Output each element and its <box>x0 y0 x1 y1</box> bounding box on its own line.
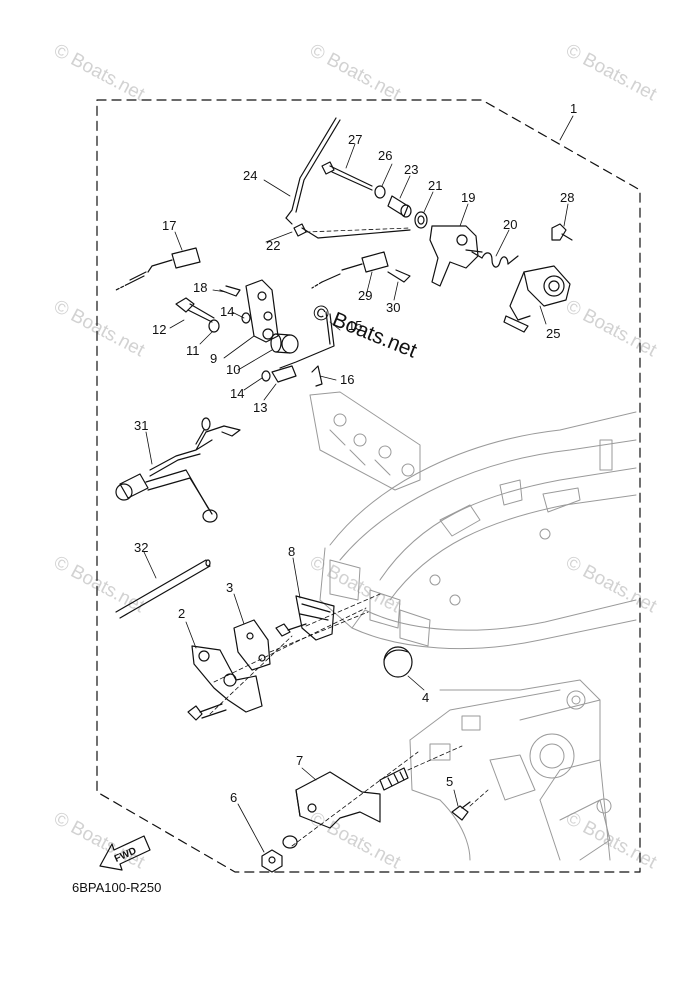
bracket-8 <box>295 595 335 641</box>
stud <box>379 767 409 791</box>
callout-20: 20 <box>503 217 517 232</box>
callout-14b: 14 <box>230 386 244 401</box>
callout-2: 2 <box>178 606 185 621</box>
spring-20 <box>471 251 519 268</box>
washer-14 <box>241 312 251 324</box>
callout-28: 28 <box>560 190 574 205</box>
callout-7: 7 <box>296 753 303 768</box>
plate-3 <box>233 619 307 671</box>
callout-9: 9 <box>210 351 217 366</box>
callout-19: 19 <box>461 190 475 205</box>
washer-14 <box>261 370 271 382</box>
link-13 <box>271 365 297 383</box>
collar-21 <box>414 211 428 229</box>
bolt-5 <box>451 801 471 821</box>
callout-18: 18 <box>193 280 207 295</box>
lever-25 <box>503 265 571 333</box>
shift-lever-9 <box>245 279 279 343</box>
callout-10: 10 <box>226 362 240 377</box>
callout-15: 15 <box>348 318 362 333</box>
bracket-2 <box>187 645 263 721</box>
clip-30 <box>387 269 411 283</box>
washer-26 <box>374 185 386 199</box>
leader-lines <box>143 115 574 853</box>
callout-21: 21 <box>428 178 442 193</box>
callout-8: 8 <box>288 544 295 559</box>
callout-24: 24 <box>243 168 257 183</box>
assembly-boundary <box>96 99 641 873</box>
engine-casting <box>319 411 637 861</box>
callout-5: 5 <box>446 774 453 789</box>
link-pin-22 <box>293 223 411 239</box>
rod-32 <box>115 559 211 619</box>
bolt-27 <box>321 161 373 191</box>
callout-22: 22 <box>266 238 280 253</box>
callout-4: 4 <box>422 690 429 705</box>
callout-23: 23 <box>404 162 418 177</box>
callout-32: 32 <box>134 540 148 555</box>
grommet-4 <box>383 646 413 678</box>
callout-17: 17 <box>162 218 176 233</box>
callout-1: 1 <box>570 101 577 116</box>
shift-rod-15 <box>279 311 335 369</box>
callout-25: 25 <box>546 326 560 341</box>
callout-31: 31 <box>134 418 148 433</box>
nut-6 <box>261 835 298 873</box>
callout-13: 13 <box>253 400 267 415</box>
cable-joint-17 <box>115 247 201 291</box>
callout-26: 26 <box>378 148 392 163</box>
callout-11: 11 <box>186 343 200 358</box>
callout-3: 3 <box>226 580 233 595</box>
fwd-arrow <box>99 835 151 871</box>
drawing-code: 6BPA100-R250 <box>72 880 162 895</box>
stop-switch-31 <box>115 417 241 523</box>
clip-18 <box>219 285 241 297</box>
sleeve-23 <box>387 195 412 218</box>
throttle-body <box>309 391 421 491</box>
callout-6: 6 <box>230 790 237 805</box>
throttle-rod-24 <box>285 117 341 225</box>
bolt-28 <box>551 223 573 241</box>
callout-27: 27 <box>348 132 362 147</box>
bolt-12 <box>175 297 215 323</box>
callout-29: 29 <box>358 288 372 303</box>
throttle-cam-19 <box>429 225 483 287</box>
callout-30: 30 <box>386 300 400 315</box>
callout-16: 16 <box>340 372 354 387</box>
callout-12: 12 <box>152 322 166 337</box>
clip-16 <box>311 365 323 387</box>
cable-joint-29 <box>311 251 389 289</box>
bracket-7 <box>295 771 381 829</box>
washer-11 <box>208 319 220 333</box>
callout-14a: 14 <box>220 304 234 319</box>
bushing-10 <box>270 333 299 354</box>
